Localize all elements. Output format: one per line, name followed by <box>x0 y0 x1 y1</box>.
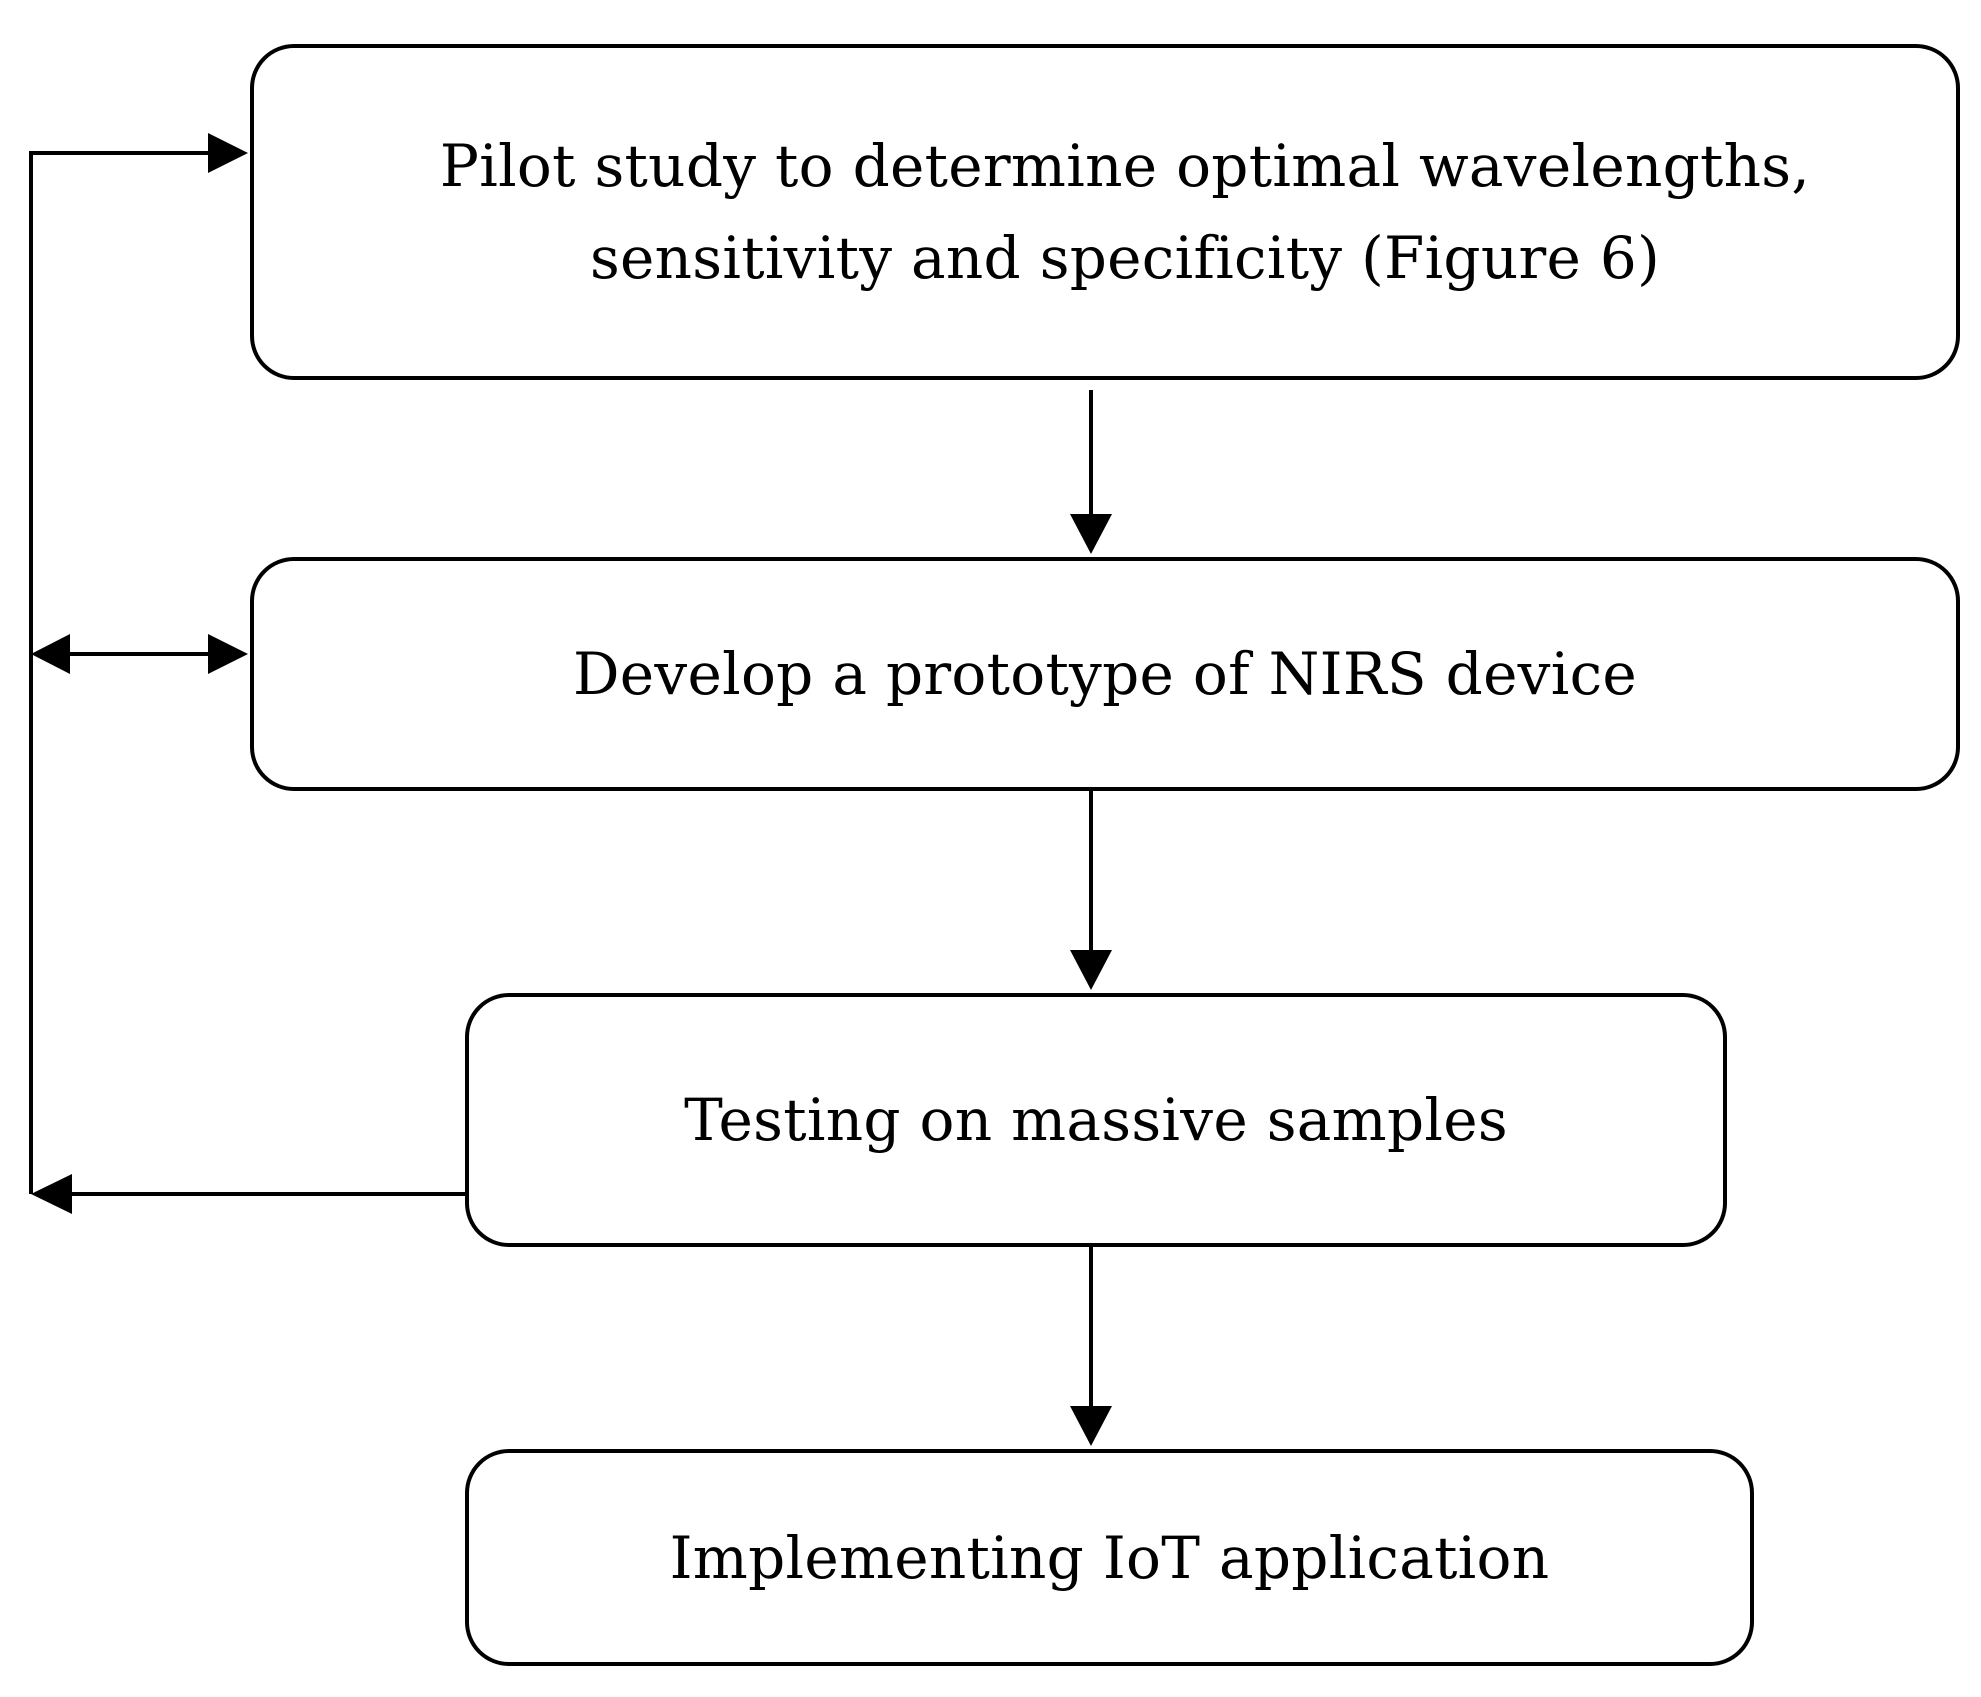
step-pilot-study: Pilot study to determine optimal wavelen… <box>250 44 1960 380</box>
step-pilot-study-line-2: sensitivity and specificity (Figure 6) <box>589 224 1661 292</box>
step-testing-samples-line-1: Testing on massive samples <box>684 1086 1508 1154</box>
arrow-loop-to-pilot <box>29 133 248 173</box>
step-pilot-study-line-1: Pilot study to determine optimal wavelen… <box>439 132 1811 200</box>
step-develop-prototype-label: Develop a prototype of NIRS device <box>573 628 1637 720</box>
step-testing-samples-label: Testing on massive samples <box>684 1074 1508 1166</box>
arrow-prototype-to-testing <box>1070 791 1112 990</box>
arrow-testing-to-loop <box>31 1174 465 1214</box>
step-pilot-study-label: Pilot study to determine optimal wavelen… <box>440 120 1810 304</box>
step-implementing-iot: Implementing IoT application <box>465 1449 1754 1666</box>
step-testing-samples: Testing on massive samples <box>465 993 1727 1247</box>
double-arrow-loop-prototype <box>31 634 248 674</box>
feedback-loop <box>29 133 465 1214</box>
step-implementing-iot-line-1: Implementing IoT application <box>669 1523 1550 1592</box>
step-implementing-iot-label: Implementing IoT application <box>670 1512 1550 1604</box>
arrow-testing-to-iot <box>1070 1247 1112 1446</box>
step-develop-prototype-line-1: Develop a prototype of NIRS device <box>572 640 1638 708</box>
step-develop-prototype: Develop a prototype of NIRS device <box>250 557 1960 791</box>
arrow-pilot-to-prototype <box>1070 390 1112 554</box>
